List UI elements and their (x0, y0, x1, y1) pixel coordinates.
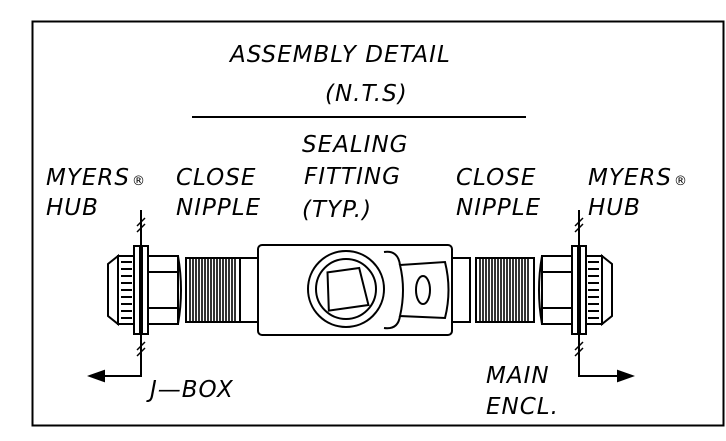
j-box-label: J—BOX (146, 377, 234, 403)
close-nipple-right-line-1: CLOSE (456, 165, 536, 191)
myers-hub-left (107, 210, 182, 368)
sealing-fitting-line-3: (TYP.) (302, 197, 372, 223)
sealing-fitting-line-1: SEALING (302, 132, 409, 158)
close-nipple-left-line-1: CLOSE (176, 165, 256, 191)
title-line-1: ASSEMBLY DETAIL (228, 42, 451, 68)
close-nipple-left-line-2: NIPPLE (176, 195, 261, 221)
drawing-border (31, 20, 725, 427)
close-nipple-left (185, 257, 241, 323)
myers-hub-right-line-1: MYERS® (588, 165, 688, 191)
close-nipple-right (475, 257, 535, 323)
main-encl-line-1: MAIN (486, 363, 550, 389)
sealing-fitting (239, 244, 471, 336)
myers-hub-left-line-2: HUB (46, 195, 99, 221)
main-encl-arrow (578, 366, 635, 383)
j-box-arrow (87, 366, 142, 383)
main-encl-line-2: ENCL. (486, 394, 559, 420)
sealing-fitting-line-2: FITTING (304, 164, 401, 190)
title-line-2: (N.T.S) (325, 81, 408, 107)
myers-hub-left-line-1: MYERS® (46, 165, 146, 191)
myers-hub-right-line-2: HUB (588, 195, 641, 221)
close-nipple-right-line-2: NIPPLE (456, 195, 541, 221)
myers-hub-right (538, 210, 613, 368)
